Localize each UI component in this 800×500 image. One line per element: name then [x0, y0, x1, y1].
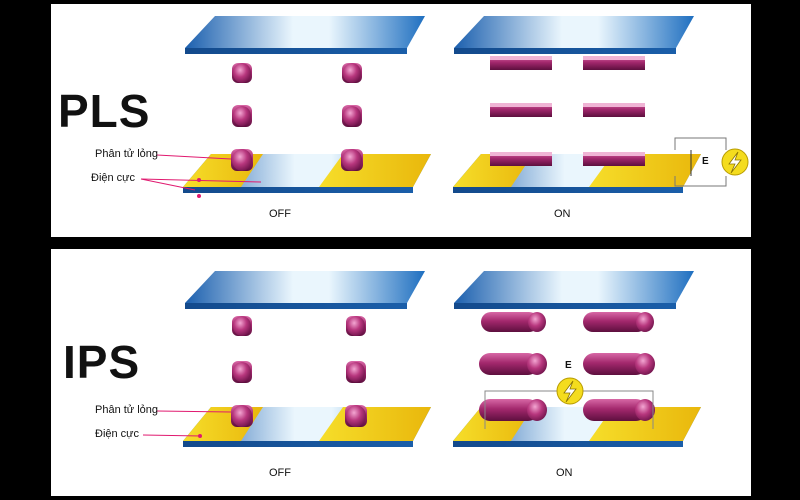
ips-panel: IPS Phân tử lỏng Điện cực OFF ON E — [51, 249, 751, 496]
pls-callout-lines — [140, 154, 262, 191]
ips-on-molecule — [479, 353, 547, 375]
pls-on-molecule — [583, 56, 645, 70]
ips-on-molecule — [481, 312, 546, 332]
ips-on-molecule — [479, 399, 547, 421]
pls-panel: PLS Phân tử lỏng Điện cực OFF ON E — [51, 4, 751, 237]
pls-off-molecule — [342, 63, 362, 83]
pls-on-molecule — [490, 103, 552, 117]
lightning-bolt-icon — [721, 148, 749, 176]
ips-callout-dot — [198, 434, 202, 438]
field-label: E — [702, 156, 709, 167]
ips-off-top-plate — [185, 271, 425, 309]
pls-on-top-plate — [454, 16, 694, 54]
electrode-callout-label: Điện cực — [91, 172, 136, 184]
ips-off-molecule — [232, 316, 252, 336]
pls-on-molecule — [583, 103, 645, 117]
ips-on-molecule — [583, 353, 655, 375]
ips-diagram — [142, 271, 701, 447]
on-state-label: ON — [556, 467, 573, 479]
pls-callout-dot — [197, 178, 201, 182]
pls-off-molecule — [232, 63, 252, 83]
field-label: E — [565, 360, 572, 371]
pls-off-molecule — [232, 105, 252, 127]
ips-off-molecule — [346, 316, 366, 336]
on-state-label: ON — [554, 208, 571, 220]
molecule-callout-label: Phân tử lỏng — [95, 404, 159, 416]
ips-callout-lines — [142, 410, 232, 437]
pls-off-top-plate — [185, 16, 425, 54]
pls-on-molecule — [490, 152, 552, 166]
pls-field-bracket — [674, 137, 727, 187]
off-state-label: OFF — [269, 467, 291, 479]
pls-off-molecule — [341, 149, 363, 171]
pls-title: PLS — [58, 85, 151, 137]
pls-off-molecule — [231, 149, 253, 171]
pls-on-molecule — [490, 56, 552, 70]
ips-title: IPS — [63, 336, 141, 388]
pls-diagram — [140, 16, 749, 198]
ips-on-molecule — [583, 312, 654, 332]
pls-off-molecule — [342, 105, 362, 127]
ips-on-molecule — [583, 399, 655, 421]
ips-off-molecule — [231, 405, 253, 427]
electrode-callout-label: Điện cực — [95, 428, 140, 440]
ips-off-molecule — [232, 361, 252, 383]
off-state-label: OFF — [269, 208, 291, 220]
molecule-callout-label: Phân tử lỏng — [95, 148, 159, 160]
ips-on-top-plate — [454, 271, 694, 309]
lightning-bolt-icon — [556, 377, 584, 405]
pls-on-molecule — [583, 152, 645, 166]
ips-off-molecule — [346, 361, 366, 383]
ips-off-molecule — [345, 405, 367, 427]
pls-callout-dot — [197, 194, 201, 198]
